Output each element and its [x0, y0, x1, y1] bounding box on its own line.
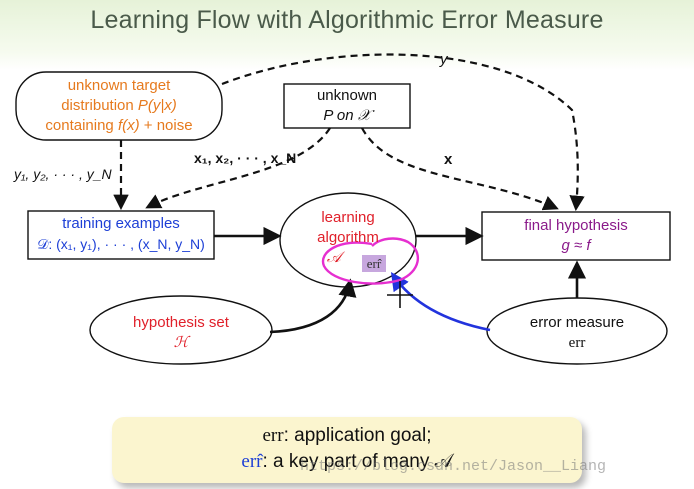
error-measure-label: error measure err [529, 314, 625, 351]
unknown-target-label: unknown target distribution P(y|x) conta… [45, 77, 193, 134]
final-hypothesis-node [481, 211, 671, 261]
page-title: Learning Flow with Algorithmic Error Mea… [90, 6, 604, 34]
unknown-p-label: unknown P on 𝒳 [316, 87, 378, 124]
final-hypothesis-label: final hypothesis g ≈ f [524, 217, 628, 254]
learning-algorithm-label: learning algorithm 𝒜 [317, 209, 379, 266]
hypothesis-set-node [89, 295, 273, 365]
unknown-p-node [283, 83, 411, 129]
edge-label-x: x [444, 151, 453, 168]
hypothesis-set-label: hypothesis set ℋ [133, 314, 229, 351]
err-hat-label: err̂ [362, 255, 386, 272]
hypothesis-to-learning-arrow [269, 278, 357, 334]
note-box: err: application goal; err̂: a key part … [112, 417, 582, 483]
note-line-2: err̂: a key part of many 𝒜 [241, 451, 453, 472]
p-to-final-dashed-arrow [361, 127, 559, 211]
target-to-final-dashed-arrow [221, 53, 585, 212]
edge-label-y-seq: y₁, y₂, · · · , y_N [14, 166, 112, 182]
p-to-training-dashed-arrow [145, 127, 331, 209]
cursor-crosshair-icon [387, 281, 413, 308]
blue-annotation-arrow [390, 271, 491, 332]
training-examples-label: training examples 𝒟: (x₁, y₁), · · · , (… [37, 215, 205, 252]
note-line-1: err: application goal; [262, 425, 432, 446]
unknown-target-node [15, 71, 223, 141]
edge-label-y: y [440, 51, 448, 68]
watermark-text: https://blog.csdn.net/Jason__Liang [300, 458, 607, 475]
edge-label-x-seq: x₁, x₂, · · · , x_N [194, 150, 297, 166]
magenta-annotation-circle [321, 237, 419, 285]
